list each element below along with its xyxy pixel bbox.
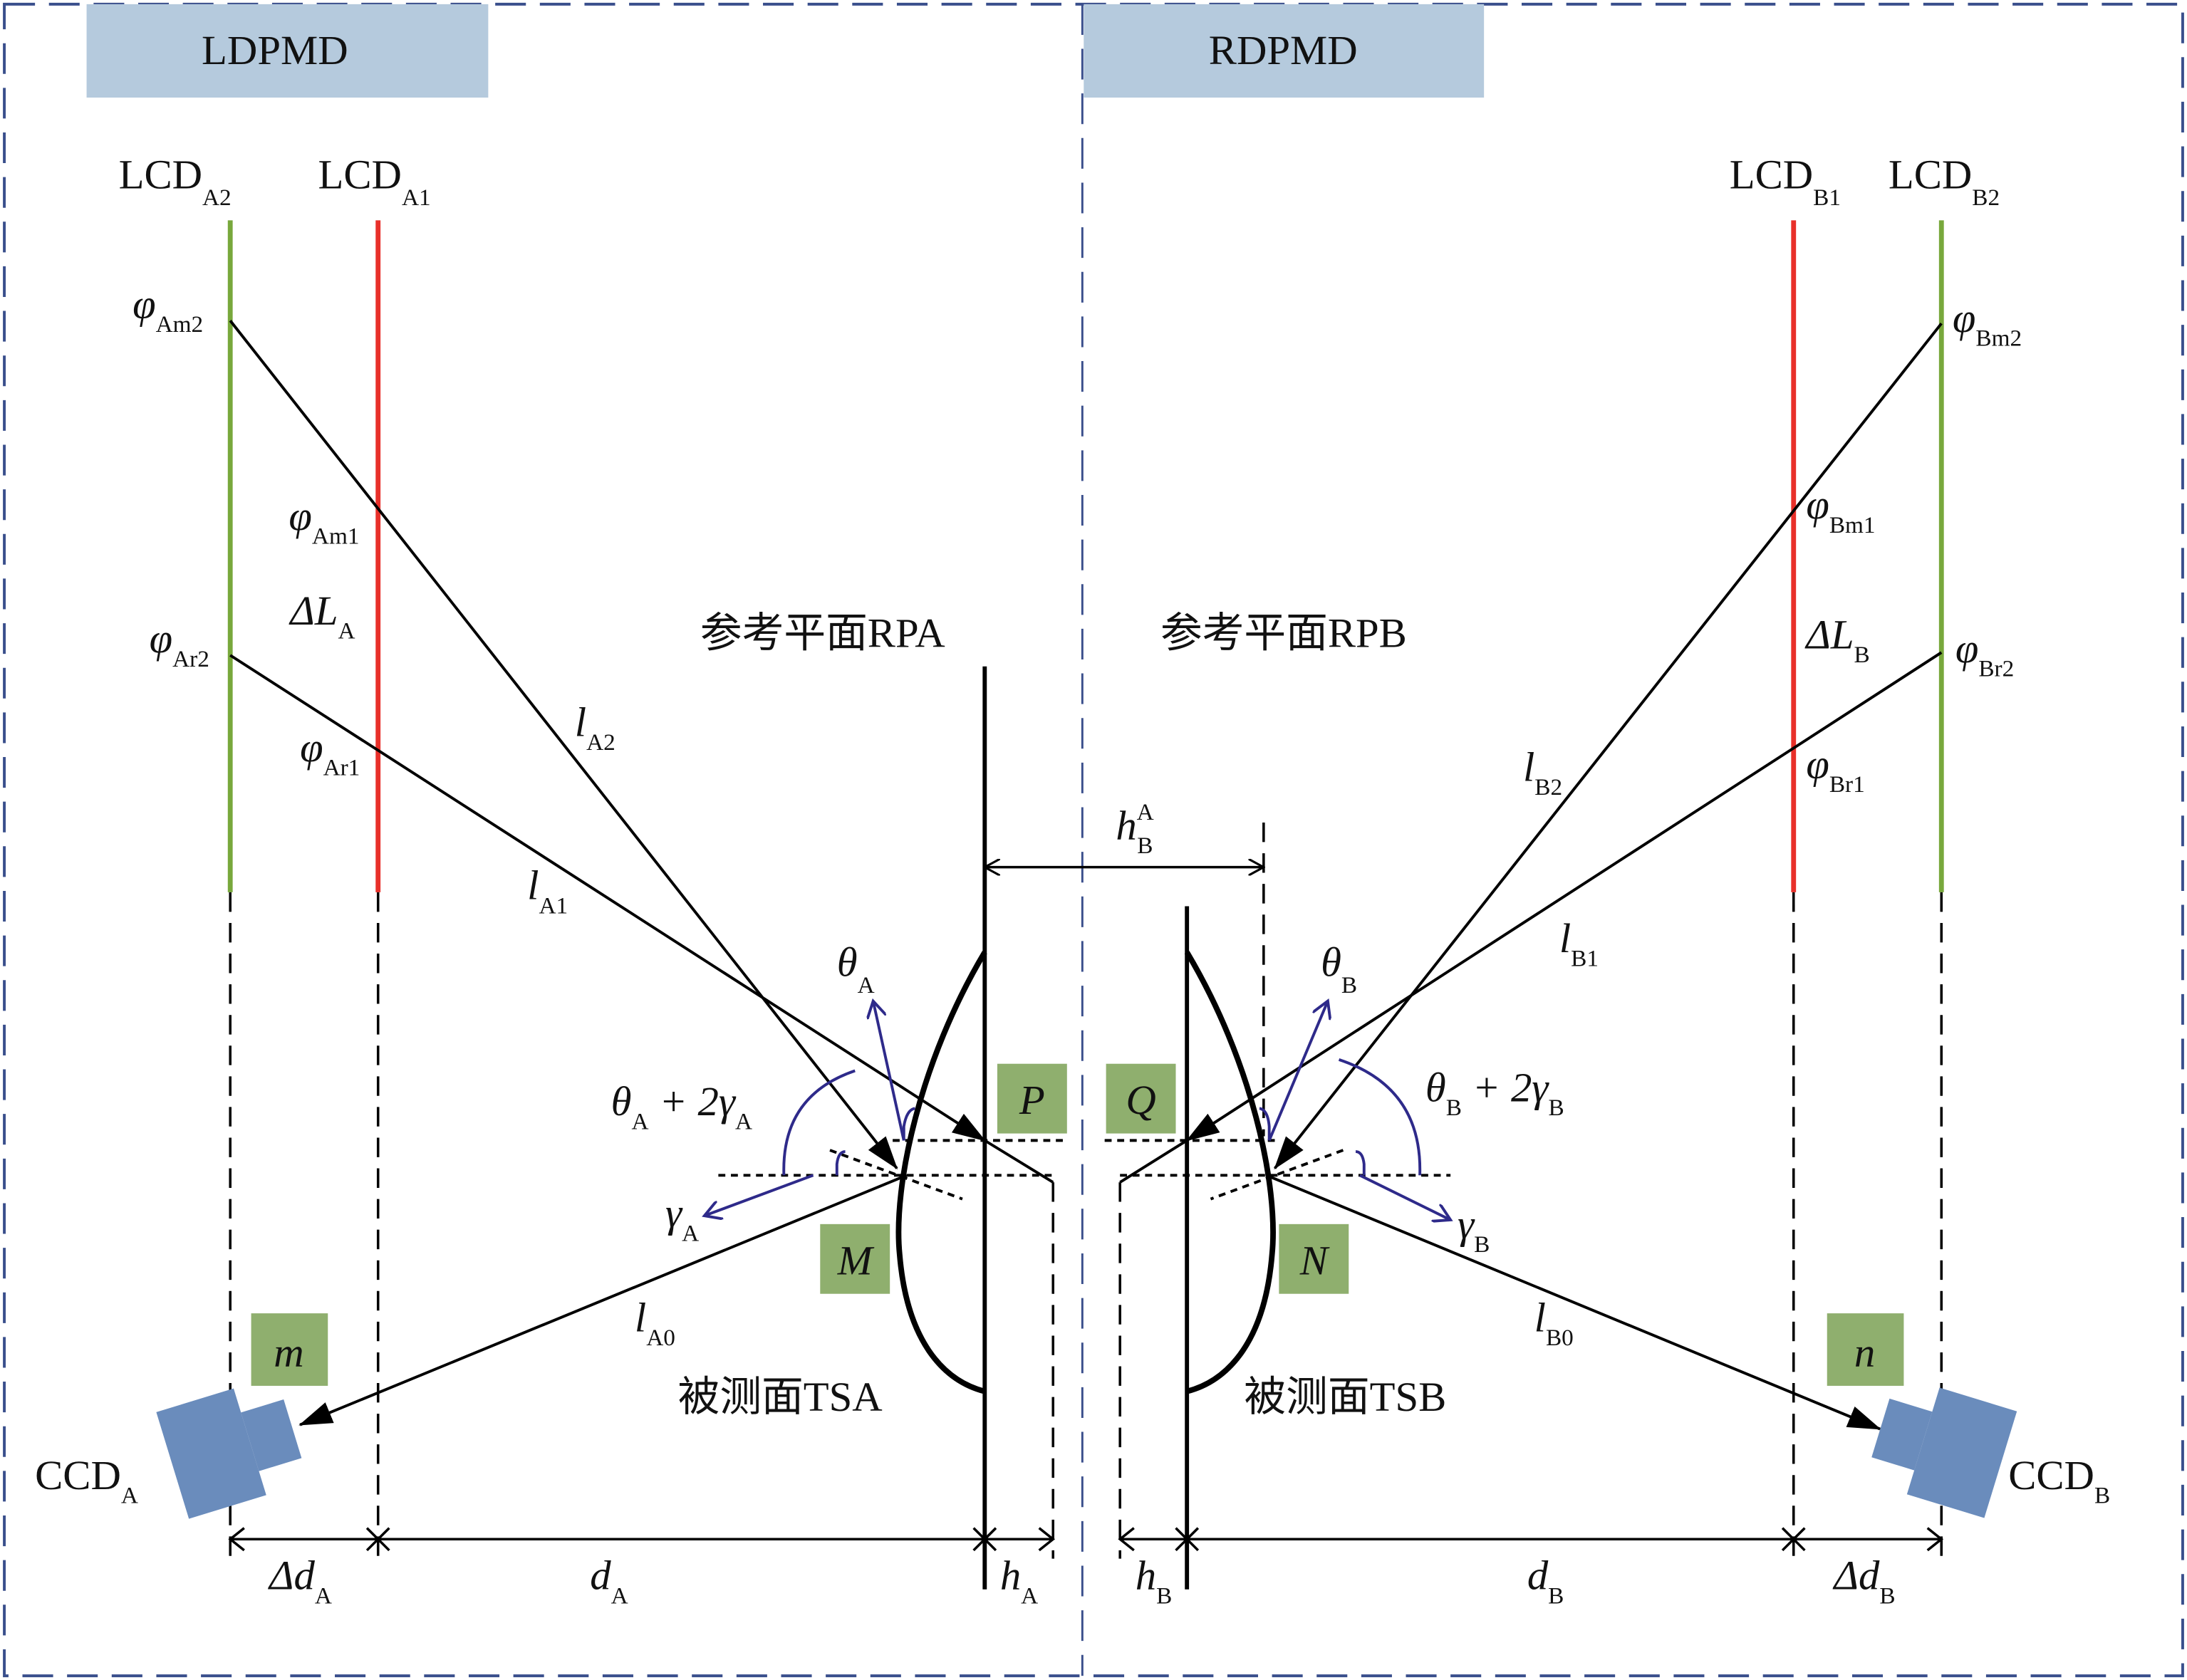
gamma-arrow-a xyxy=(705,1174,814,1216)
phi-ar2: φAr2 xyxy=(150,615,209,672)
lcd-b1-label: LCDB1 xyxy=(1730,151,1841,210)
ray-lb0 xyxy=(1266,1174,1881,1431)
gamma-a: γA xyxy=(665,1190,699,1247)
point-m-small-box xyxy=(251,1313,328,1386)
dotted-normals xyxy=(718,1139,1451,1201)
ray-reflection-q xyxy=(1119,1139,1188,1184)
ldpmd-panel xyxy=(86,4,489,98)
dim-delta-db: ΔdB xyxy=(1833,1553,1896,1609)
point-q-box xyxy=(1106,1063,1176,1134)
theta-a: θA xyxy=(837,939,875,998)
rpa-label: 参考平面RPA xyxy=(700,610,945,656)
outer-frame xyxy=(3,2,2184,1678)
point-p: P xyxy=(1019,1077,1045,1123)
rdpmd-label: RDPMD xyxy=(1209,27,1358,73)
gamma-a-arc xyxy=(835,1150,846,1176)
theta-a-arc xyxy=(902,1107,915,1141)
label-la1: lA1 xyxy=(527,862,568,919)
projection-dashes xyxy=(229,823,1943,1559)
delta-l-b: ΔLB xyxy=(1804,611,1869,668)
dim-db: dB xyxy=(1527,1553,1564,1609)
label-la2: lA2 xyxy=(575,699,615,756)
dim-hb: hB xyxy=(1136,1553,1173,1609)
lcd-b2-sub: B2 xyxy=(1972,184,2000,211)
gamma-b: γB xyxy=(1458,1201,1490,1258)
lcd-b2-main: LCD xyxy=(1889,151,1972,197)
ray-la0 xyxy=(298,1174,908,1426)
theta-plus-2gamma-a: θA + 2γA xyxy=(611,1078,752,1135)
normal-arrow-a xyxy=(873,1001,905,1141)
ccd-a-label: CCDA xyxy=(35,1452,138,1509)
ray-lb2 xyxy=(1273,322,1943,1170)
lcd-a2-label: LCDA2 xyxy=(119,151,232,210)
rdpmd-panel xyxy=(1084,4,1485,98)
lcd-b1-main: LCD xyxy=(1730,151,1813,197)
label-la0: lA0 xyxy=(635,1295,675,1352)
lcd-a1-main: LCD xyxy=(318,151,402,197)
test-surface-tsa xyxy=(895,951,987,1394)
ray-lb1 xyxy=(1185,651,1943,1142)
sum-b-arc xyxy=(1338,1058,1422,1176)
point-m-small: m xyxy=(274,1330,303,1376)
theta-b: θB xyxy=(1321,939,1357,998)
dimension-lines xyxy=(228,867,1944,1552)
phi-am2: φAm2 xyxy=(133,281,203,338)
theta-b-arc xyxy=(1259,1107,1271,1141)
point-n-small: n xyxy=(1854,1330,1875,1376)
phi-am1: φAm1 xyxy=(289,493,359,550)
label-lb1: lB1 xyxy=(1559,915,1599,972)
lcd-a2-main: LCD xyxy=(119,151,202,197)
ray-reflection-p xyxy=(984,1139,1054,1184)
sum-a-arc xyxy=(782,1069,856,1176)
ccd-b-label: CCDB xyxy=(2008,1452,2110,1509)
phi-br1: φBr1 xyxy=(1806,741,1864,798)
gamma-b-arc xyxy=(1355,1150,1366,1176)
lcd-a1-label: LCDA1 xyxy=(318,151,431,210)
point-n-small-box xyxy=(1827,1313,1904,1386)
point-q: Q xyxy=(1126,1077,1155,1123)
rpb-label: 参考平面RPB xyxy=(1160,610,1407,656)
lcd-a2-sub: A2 xyxy=(202,184,232,211)
tsa-label: 被测面TSA xyxy=(678,1374,883,1420)
phi-bm2: φBm2 xyxy=(1953,295,2022,352)
ccd-a-camera xyxy=(156,1388,302,1519)
gamma-arrow-b xyxy=(1359,1174,1450,1220)
label-lb0: lB0 xyxy=(1534,1295,1574,1352)
delta-l-a: ΔLA xyxy=(289,588,355,645)
point-n: N xyxy=(1299,1237,1330,1283)
phi-ar1: φAr1 xyxy=(300,724,360,781)
ray-la2 xyxy=(229,320,898,1170)
tsb-label: 被测面TSB xyxy=(1244,1374,1446,1420)
angle-marks xyxy=(705,1001,1450,1220)
theta-plus-2gamma-b: θB + 2γB xyxy=(1425,1065,1564,1122)
dim-da: dA xyxy=(590,1553,628,1609)
point-p-box xyxy=(997,1063,1067,1134)
lcd-b2-label: LCDB2 xyxy=(1889,151,2000,210)
normal-arrow-b xyxy=(1267,1001,1328,1142)
dim-delta-da: ΔdA xyxy=(268,1553,332,1609)
point-n-box xyxy=(1279,1224,1349,1294)
label-lb2: lB2 xyxy=(1523,744,1562,800)
dim-ha: hA xyxy=(1000,1553,1038,1609)
ccd-b-camera xyxy=(1871,1387,2017,1518)
lcd-a1-sub: A1 xyxy=(402,184,431,211)
ray-la1 xyxy=(229,654,986,1142)
ldpmd-label: LDPMD xyxy=(202,27,348,73)
point-m: M xyxy=(837,1237,875,1283)
lcd-b1-sub: B1 xyxy=(1813,184,1841,211)
point-m-box xyxy=(820,1224,890,1294)
phi-br2: φBr2 xyxy=(1955,625,2014,682)
phi-bm1: φBm1 xyxy=(1806,481,1875,538)
test-surface-tsb xyxy=(1184,951,1276,1394)
